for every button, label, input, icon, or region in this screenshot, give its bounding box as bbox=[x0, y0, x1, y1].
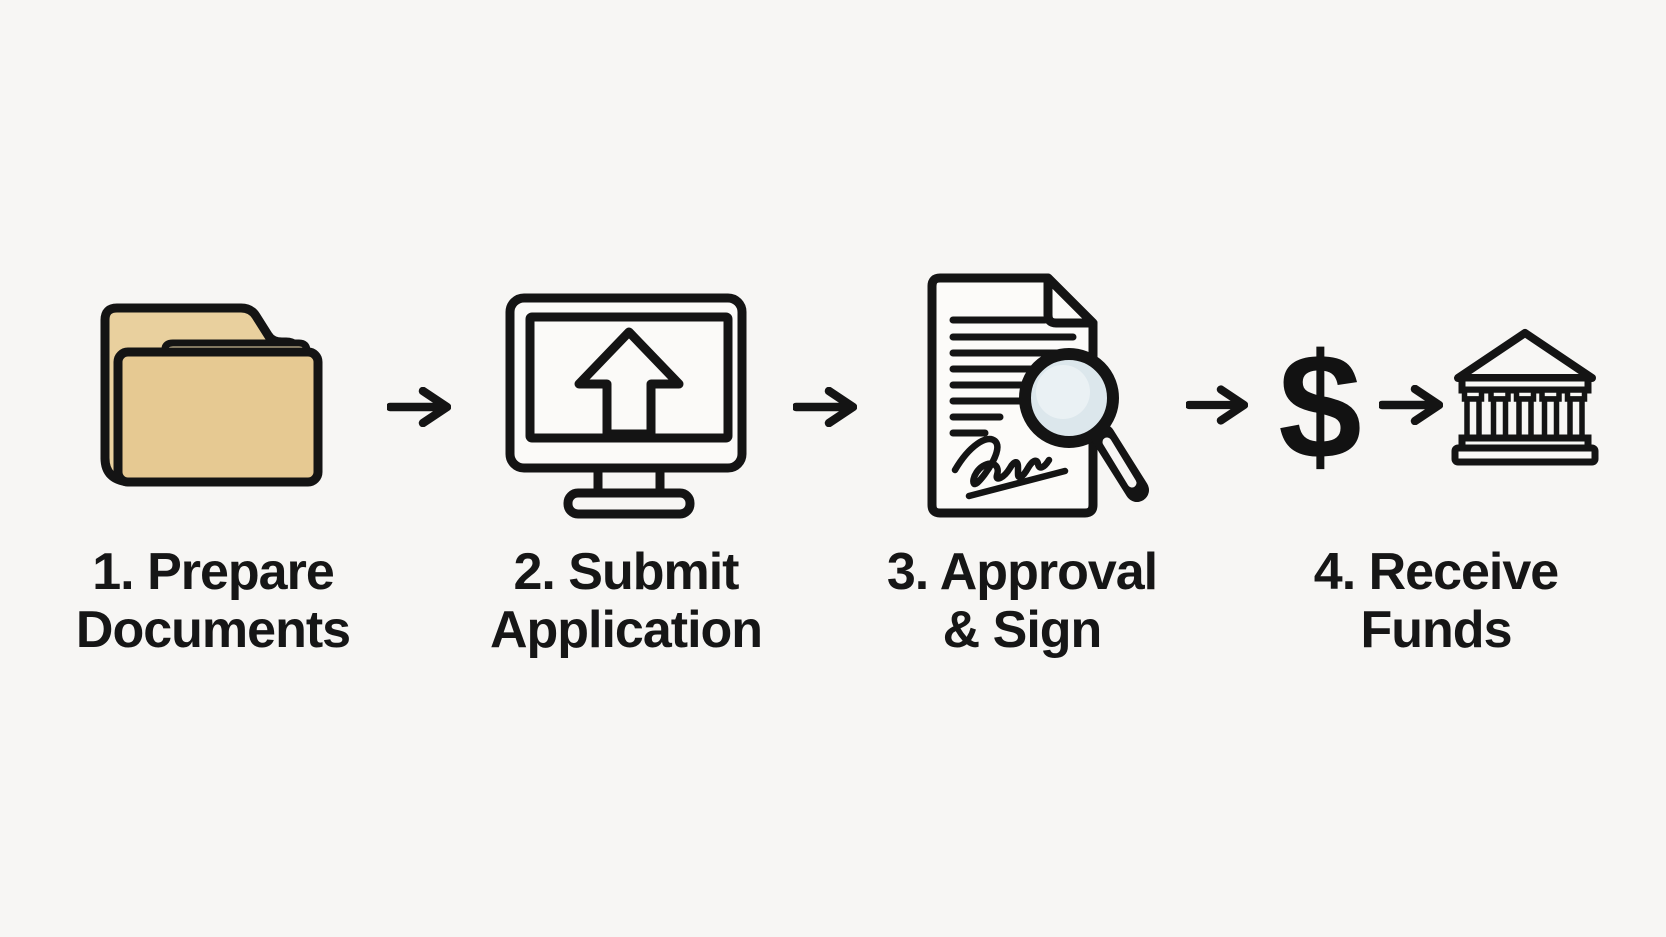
monitor-stand-base bbox=[563, 488, 695, 519]
bank-pediment bbox=[1454, 329, 1596, 382]
flow-arrow-icon bbox=[1186, 385, 1248, 425]
step-2-label-line1: 2. Submit bbox=[513, 543, 739, 601]
upload-arrow-icon bbox=[574, 327, 684, 439]
step-1-label-line1: 1. Prepare bbox=[92, 543, 335, 601]
step-1-label: 1. Prepare Documents bbox=[75, 543, 351, 659]
document-magnifier-icon bbox=[927, 273, 1149, 518]
document-fold-corner bbox=[1043, 273, 1098, 328]
monitor-upload-icon bbox=[505, 293, 747, 519]
magnifier-handle-inner bbox=[1102, 437, 1137, 488]
step-2-label: 2. Submit Application bbox=[489, 543, 763, 659]
step-4-label: 4. Receive Funds bbox=[1313, 543, 1559, 659]
signature-scribble bbox=[951, 435, 1069, 500]
step-4-label-line1: 4. Receive bbox=[1313, 543, 1559, 601]
step-3-label: 3. Approval & Sign bbox=[886, 543, 1158, 659]
flow-arrow-icon bbox=[1379, 385, 1443, 425]
dollar-sign-icon: $ bbox=[1278, 322, 1362, 490]
step-3-label-line1: 3. Approval bbox=[886, 543, 1158, 601]
flow-arrow-icon bbox=[793, 387, 857, 427]
step-1-label-line2: Documents bbox=[75, 601, 351, 659]
bank-base bbox=[1451, 444, 1599, 466]
step-4-label-line2: Funds bbox=[1360, 601, 1513, 659]
flow-arrow-icon bbox=[387, 387, 451, 427]
folder-icon bbox=[100, 303, 323, 487]
bank-icon bbox=[1451, 329, 1599, 466]
step-3-label-line2: & Sign bbox=[942, 601, 1103, 659]
bank-columns bbox=[1464, 396, 1585, 441]
magnifier-lens-highlight bbox=[1036, 365, 1090, 419]
folder-front-panel bbox=[113, 347, 323, 487]
step-2-label-line2: Application bbox=[489, 601, 763, 659]
